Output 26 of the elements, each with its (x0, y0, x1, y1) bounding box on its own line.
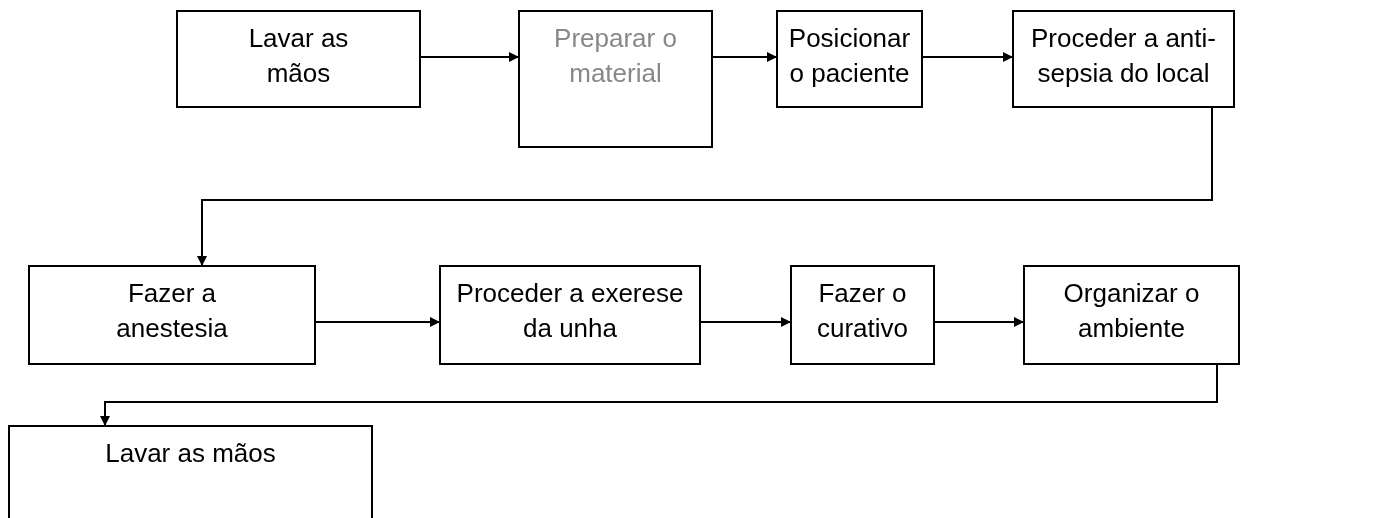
process-box (439, 265, 701, 365)
process-box (776, 10, 923, 108)
process-box (8, 425, 373, 518)
arrow (315, 317, 440, 327)
step-label: Proceder a anti-sepsia do local (1030, 22, 1217, 90)
step-label: Lavar as mãos (104, 437, 277, 470)
process-box (1012, 10, 1235, 108)
step-label: Fazer o curativo (815, 277, 909, 345)
process-box (28, 265, 316, 365)
arrow (934, 317, 1024, 327)
arrow (100, 364, 1218, 426)
process-box (790, 265, 935, 365)
arrow (700, 317, 791, 327)
process-box (518, 10, 713, 148)
step-label: Preparar o material (553, 22, 678, 90)
process-box (1023, 265, 1240, 365)
step-label: Posicionar o paciente (787, 22, 912, 90)
arrow (420, 52, 519, 62)
arrow (197, 107, 1213, 266)
process-box (176, 10, 421, 108)
step-label: Lavar as mãos (247, 22, 350, 90)
step-label: Organizar o ambiente (1062, 277, 1201, 345)
arrow (922, 52, 1013, 62)
step-label: Proceder a exerese da unha (455, 277, 685, 345)
arrow (712, 52, 777, 62)
step-label: Fazer a anestesia (115, 277, 229, 345)
